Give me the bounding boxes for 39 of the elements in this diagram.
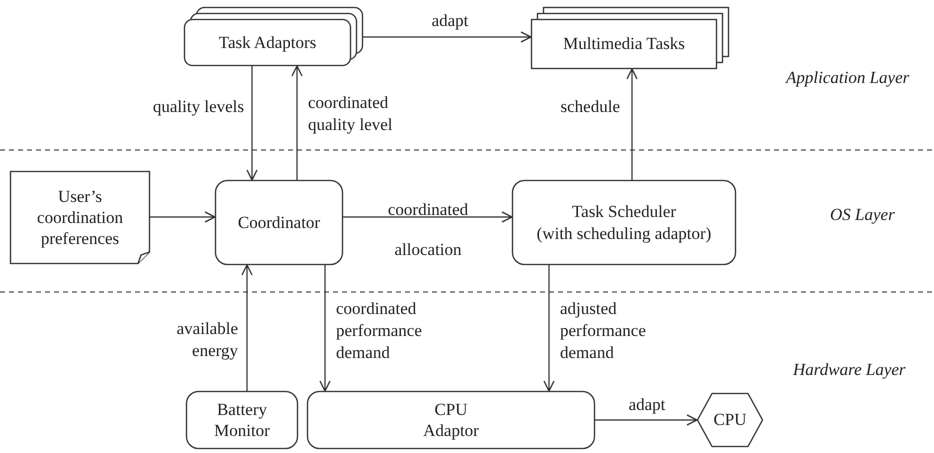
layer-label: OS Layer — [830, 205, 895, 225]
edge-label: adjusted performance demand — [560, 298, 647, 364]
arrow — [291, 65, 303, 180]
node-title: Battery Monitor — [213, 398, 271, 442]
edge-label: adapt — [628, 394, 666, 416]
stacked-task-box — [531, 7, 729, 69]
edge-label: schedule — [560, 96, 620, 118]
arrow — [319, 265, 331, 392]
edge-label: available energy — [176, 318, 238, 362]
process-box — [186, 391, 298, 449]
stacked-process-box — [184, 7, 363, 66]
arrow — [543, 265, 555, 392]
node-title: Coordinator — [238, 212, 320, 234]
node-title: CPU — [713, 409, 747, 431]
arrow — [150, 211, 216, 223]
process-box — [512, 180, 736, 265]
edge-label: quality levels — [152, 96, 244, 118]
process-box — [215, 180, 343, 265]
arrow — [626, 68, 638, 180]
process-box — [307, 391, 595, 449]
edge-label: coordinated performance demand — [336, 298, 423, 364]
edge-label: coordinated quality level — [308, 92, 394, 136]
arrow — [343, 211, 513, 223]
note-shape — [10, 171, 150, 264]
node-title: User’s coordination preferences — [36, 186, 124, 250]
arrow — [241, 264, 253, 391]
node-title: Task Scheduler — [572, 201, 676, 222]
node-subtitle: (with scheduling adaptor) — [536, 222, 712, 244]
edge-label: coordinated allocation — [386, 199, 470, 261]
layer-label: Hardware Layer — [793, 360, 906, 380]
node-title: CPU Adaptor — [422, 398, 480, 442]
edge-label: adapt — [430, 10, 470, 32]
node-title: Task Adaptors — [218, 32, 316, 54]
layer-label: Application Layer — [786, 68, 910, 88]
arrow — [595, 414, 698, 426]
hexagon-shape — [697, 393, 763, 447]
node-title: Multimedia Tasks — [563, 33, 685, 55]
arrow — [363, 31, 532, 43]
arrow — [246, 66, 258, 181]
